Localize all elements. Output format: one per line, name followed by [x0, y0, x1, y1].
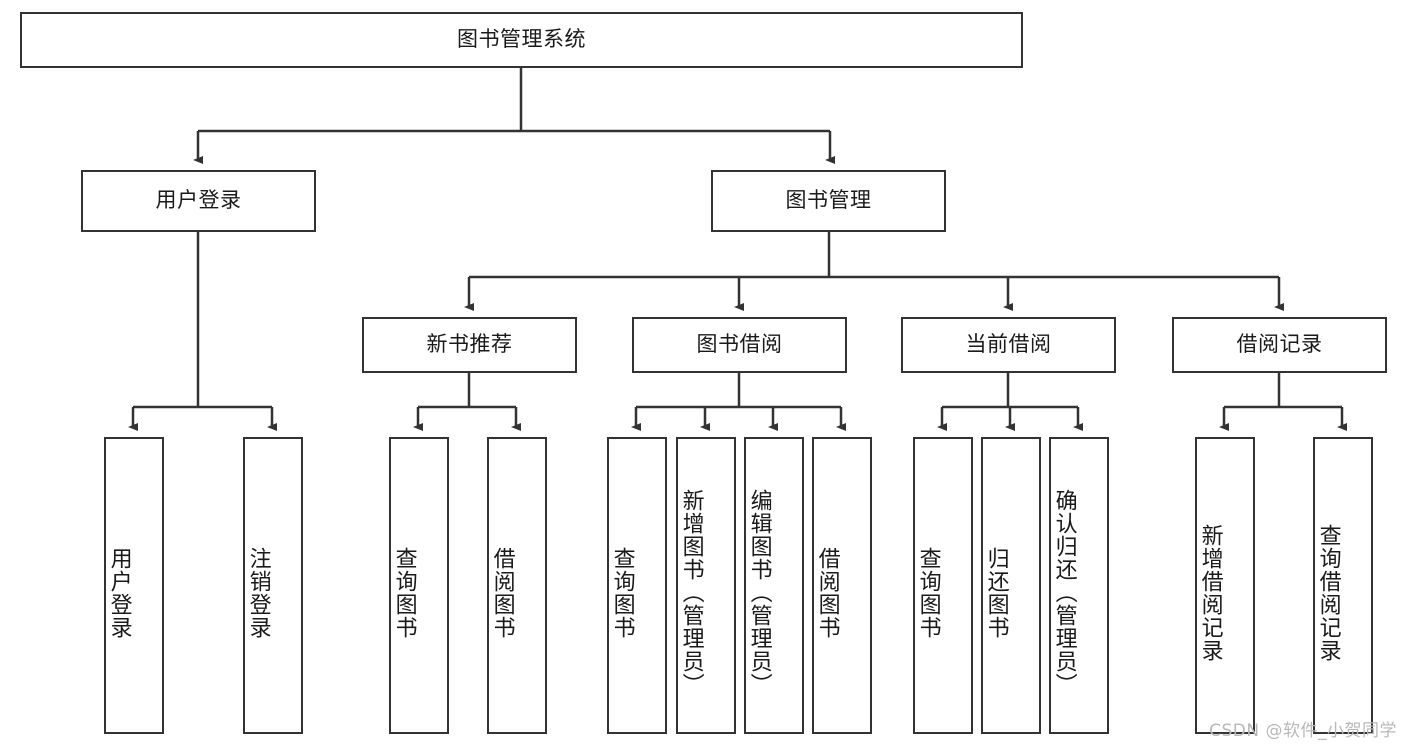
leaf-query-books-recommend-label: 查询图书 [391, 546, 417, 639]
leaf-add-book-admin[interactable]: 新增图书（管理员） [676, 437, 736, 734]
leaf-add-borrow-record[interactable]: 新增借阅记录 [1195, 437, 1255, 734]
node-root-label: 图书管理系统 [457, 27, 586, 52]
leaf-confirm-return-admin-label: 确认归还（管理员） [1051, 489, 1077, 696]
node-book-management[interactable]: 图书管理 [711, 170, 946, 232]
leaf-query-borrow-record[interactable]: 查询借阅记录 [1313, 437, 1373, 734]
watermark: CSDN @软件_小贺同学 [1209, 721, 1397, 741]
leaf-add-book-admin-label: 新增图书（管理员） [678, 489, 704, 696]
node-new-book-recommendation[interactable]: 新书推荐 [362, 317, 577, 373]
node-root[interactable]: 图书管理系统 [20, 12, 1023, 68]
leaf-logout-label: 注销登录 [245, 546, 271, 639]
node-current-borrowing-label: 当前借阅 [965, 332, 1052, 357]
leaf-borrow-books-borrowing-label: 借阅图书 [814, 546, 840, 639]
leaf-edit-book-admin-label: 编辑图书（管理员） [746, 489, 772, 696]
node-user-login[interactable]: 用户登录 [81, 170, 316, 232]
leaf-borrow-books-borrowing[interactable]: 借阅图书 [812, 437, 872, 734]
leaf-query-books-borrowing-label: 查询图书 [609, 546, 635, 639]
node-current-borrowing[interactable]: 当前借阅 [901, 317, 1116, 373]
node-borrow-records[interactable]: 借阅记录 [1172, 317, 1387, 373]
leaf-query-books-current-label: 查询图书 [915, 546, 941, 639]
leaf-return-books[interactable]: 归还图书 [981, 437, 1041, 734]
leaf-confirm-return-admin[interactable]: 确认归还（管理员） [1049, 437, 1109, 734]
leaf-user-login-label: 用户登录 [106, 546, 132, 639]
node-book-borrowing-label: 图书借阅 [696, 332, 783, 357]
leaf-borrow-books-recommend-label: 借阅图书 [489, 546, 515, 639]
node-book-borrowing[interactable]: 图书借阅 [632, 317, 847, 373]
node-new-book-recommendation-label: 新书推荐 [426, 332, 513, 357]
leaf-query-books-recommend[interactable]: 查询图书 [389, 437, 449, 734]
leaf-borrow-books-recommend[interactable]: 借阅图书 [487, 437, 547, 734]
leaf-query-books-current[interactable]: 查询图书 [913, 437, 973, 734]
node-book-management-label: 图书管理 [785, 188, 872, 213]
leaf-return-books-label: 归还图书 [983, 546, 1009, 639]
leaf-add-borrow-record-label: 新增借阅记录 [1197, 523, 1223, 662]
leaf-edit-book-admin[interactable]: 编辑图书（管理员） [744, 437, 804, 734]
node-user-login-label: 用户登录 [155, 188, 242, 213]
leaf-query-books-borrowing[interactable]: 查询图书 [607, 437, 667, 734]
leaf-query-borrow-record-label: 查询借阅记录 [1315, 523, 1341, 662]
leaf-user-login[interactable]: 用户登录 [104, 437, 164, 734]
node-borrow-records-label: 借阅记录 [1236, 332, 1323, 357]
leaf-logout[interactable]: 注销登录 [243, 437, 303, 734]
